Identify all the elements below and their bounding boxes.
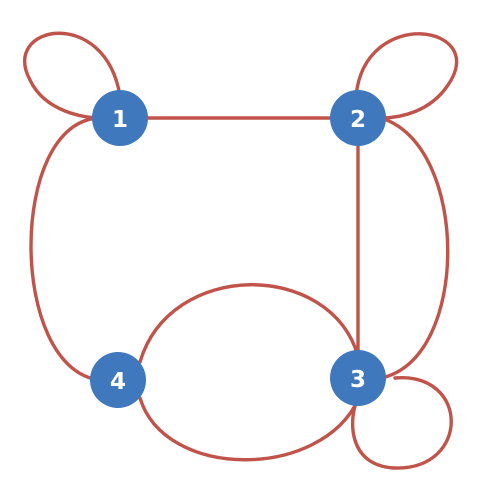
edge-1-1-loop	[22, 31, 122, 120]
node-4-circle	[90, 352, 146, 408]
edge-2-3-curved	[379, 116, 450, 380]
node-1-circle	[92, 90, 148, 146]
edge-4-3-upper-arc	[138, 283, 360, 364]
node-3: 3	[330, 350, 386, 406]
node-2-label: 2	[350, 107, 366, 133]
node-3-circle	[330, 350, 386, 406]
edge-1-4	[29, 116, 102, 382]
nodes: 1 2 3 4	[90, 90, 386, 408]
node-1: 1	[92, 90, 148, 146]
node-2: 2	[330, 90, 386, 146]
edges	[22, 31, 459, 470]
node-2-circle	[330, 90, 386, 146]
node-1-label: 1	[112, 107, 128, 133]
node-4-label: 4	[110, 369, 126, 395]
edge-3-3-loop	[351, 376, 453, 470]
node-4: 4	[90, 352, 146, 408]
edge-2-2-loop	[354, 32, 459, 120]
edge-4-3-lower-arc	[138, 396, 360, 462]
node-3-label: 3	[350, 367, 366, 393]
